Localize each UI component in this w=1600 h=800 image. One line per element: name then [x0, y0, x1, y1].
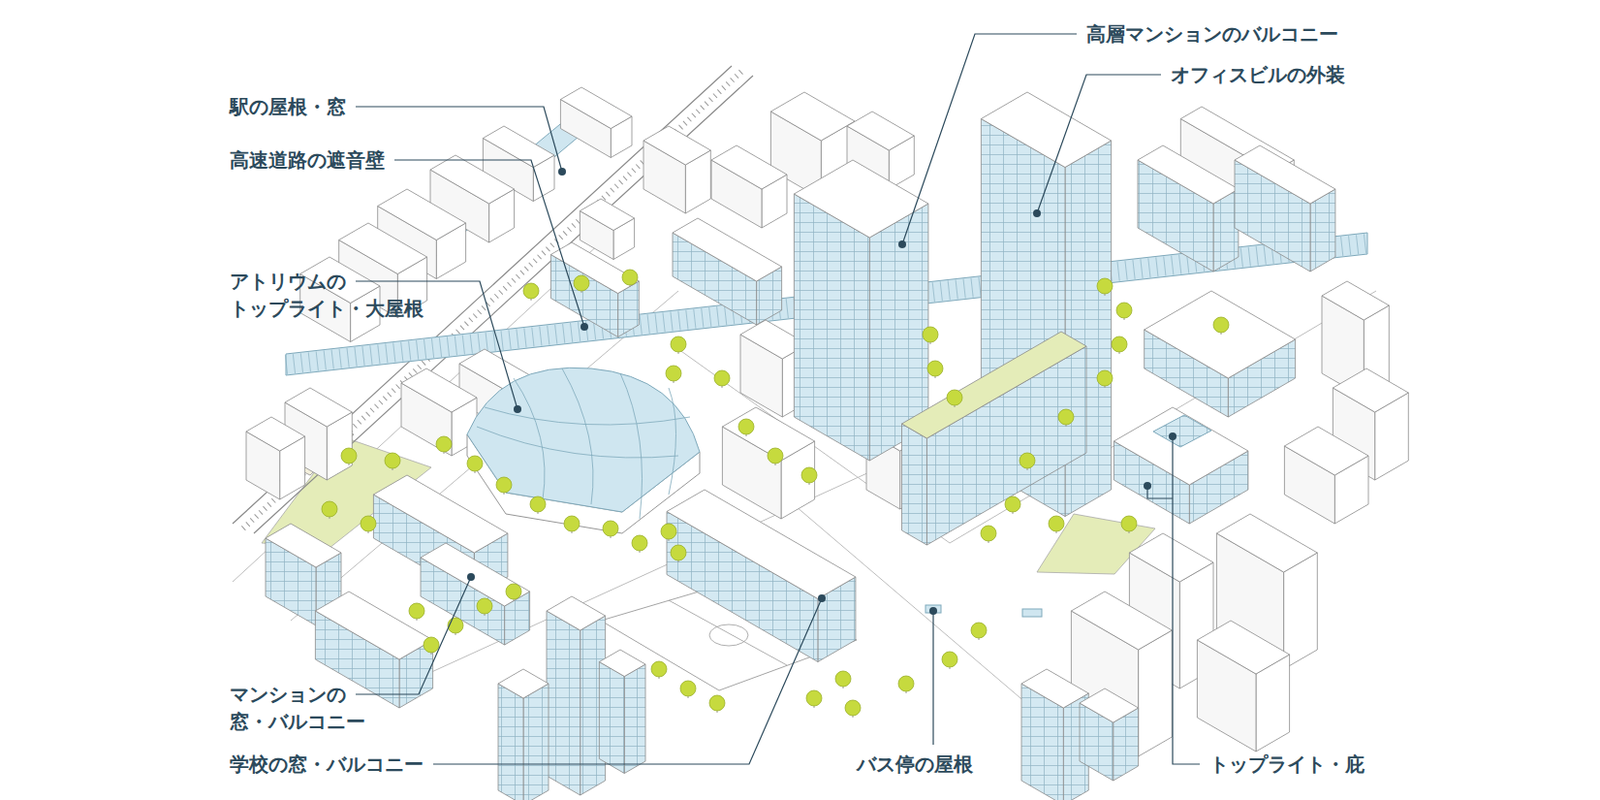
building-block — [550, 242, 639, 338]
building-block — [666, 489, 856, 662]
building-block — [498, 668, 549, 800]
tree-crown — [714, 370, 730, 386]
building-block — [902, 331, 1088, 545]
building-block — [711, 145, 787, 228]
building-block — [246, 416, 306, 500]
tree-crown — [602, 520, 619, 536]
tree-crown — [922, 326, 939, 343]
tree-crown — [341, 447, 357, 464]
tree-crown — [845, 699, 861, 716]
tree-crown — [408, 602, 425, 619]
tree-crown — [1116, 302, 1132, 318]
building-block — [1137, 145, 1239, 272]
building-block — [560, 87, 632, 158]
tree-crown — [1004, 496, 1021, 512]
tree-crown — [980, 525, 997, 541]
tree-crown — [1121, 515, 1137, 532]
tree-crown — [564, 515, 580, 532]
tree-crown — [523, 282, 539, 299]
building-block — [401, 368, 477, 456]
tree-crown — [767, 447, 784, 464]
tree-crown — [665, 365, 682, 381]
tree-crown — [476, 597, 493, 614]
callout-label: オフィスビルの外装 — [1170, 61, 1346, 89]
tree-crown — [1019, 452, 1036, 469]
building-block — [546, 596, 606, 795]
building-block — [1113, 407, 1249, 524]
tree-crown — [467, 455, 483, 471]
trees — [321, 269, 1229, 718]
callout-label: バス停の屋根 — [856, 750, 973, 778]
tree-crown — [436, 436, 452, 452]
building-block — [1196, 620, 1289, 752]
building-block — [793, 159, 929, 461]
tree-crown — [1111, 336, 1128, 352]
tree-crown — [530, 496, 546, 512]
tree-crown — [321, 501, 338, 517]
tree-crown — [1058, 408, 1074, 425]
tree-crown — [1097, 370, 1113, 386]
callout-label: トップライト・庇 — [1209, 750, 1365, 778]
building-block — [672, 218, 783, 325]
tree-crown — [447, 617, 464, 633]
tree-crown — [573, 275, 590, 291]
tree-crown — [622, 269, 638, 285]
building-block — [1079, 688, 1139, 781]
tree-crown — [505, 583, 522, 599]
tree-crown — [660, 523, 677, 539]
tree-crown — [946, 389, 963, 406]
building-block — [598, 649, 646, 774]
building-block — [1234, 145, 1336, 272]
building-block — [1021, 668, 1089, 800]
tree-crown — [1048, 515, 1065, 532]
building-block — [1144, 290, 1296, 417]
callout-label: 高層マンションのバルコニー — [1086, 20, 1339, 48]
tree-crown — [971, 622, 987, 638]
callout-label: マンションの 窓・バルコニー — [229, 680, 387, 735]
tree-crown — [801, 467, 817, 483]
skylight — [1153, 414, 1212, 447]
building-block — [579, 198, 634, 260]
tree-crown — [1097, 278, 1113, 294]
building-block — [721, 407, 815, 519]
tree-crown — [898, 675, 914, 691]
tree-crown — [651, 660, 667, 677]
tree-crown — [927, 360, 943, 377]
callout-label: 高速道路の遮音壁 — [229, 146, 385, 174]
tree-crown — [360, 515, 377, 532]
tree-crown — [384, 452, 401, 469]
tree-crown — [496, 476, 512, 493]
tree-crown — [806, 690, 822, 706]
building-block — [1284, 426, 1369, 524]
tree-crown — [835, 670, 851, 687]
tree-crown — [738, 418, 754, 435]
buildings — [246, 87, 1409, 800]
callout-label: アトリウムの トップライト・大屋根 — [229, 267, 445, 322]
leader-dots — [467, 167, 1177, 615]
tree-crown — [680, 680, 696, 696]
callout-label: 駅の屋根・窓 — [229, 93, 346, 121]
tree-crown — [1213, 316, 1229, 333]
tree-crown — [423, 636, 440, 653]
callout-label: 学校の窓・バルコニー — [229, 750, 424, 778]
tree-crown — [670, 336, 687, 352]
tree-crown — [941, 651, 958, 667]
atrium-dome — [467, 367, 700, 534]
tree-crown — [631, 534, 648, 551]
tree-crown — [709, 694, 725, 711]
tree-crown — [670, 544, 687, 561]
bus-stop — [1022, 608, 1042, 617]
leader-lines — [355, 33, 1200, 764]
building-block — [643, 125, 711, 214]
building-block — [420, 542, 531, 645]
